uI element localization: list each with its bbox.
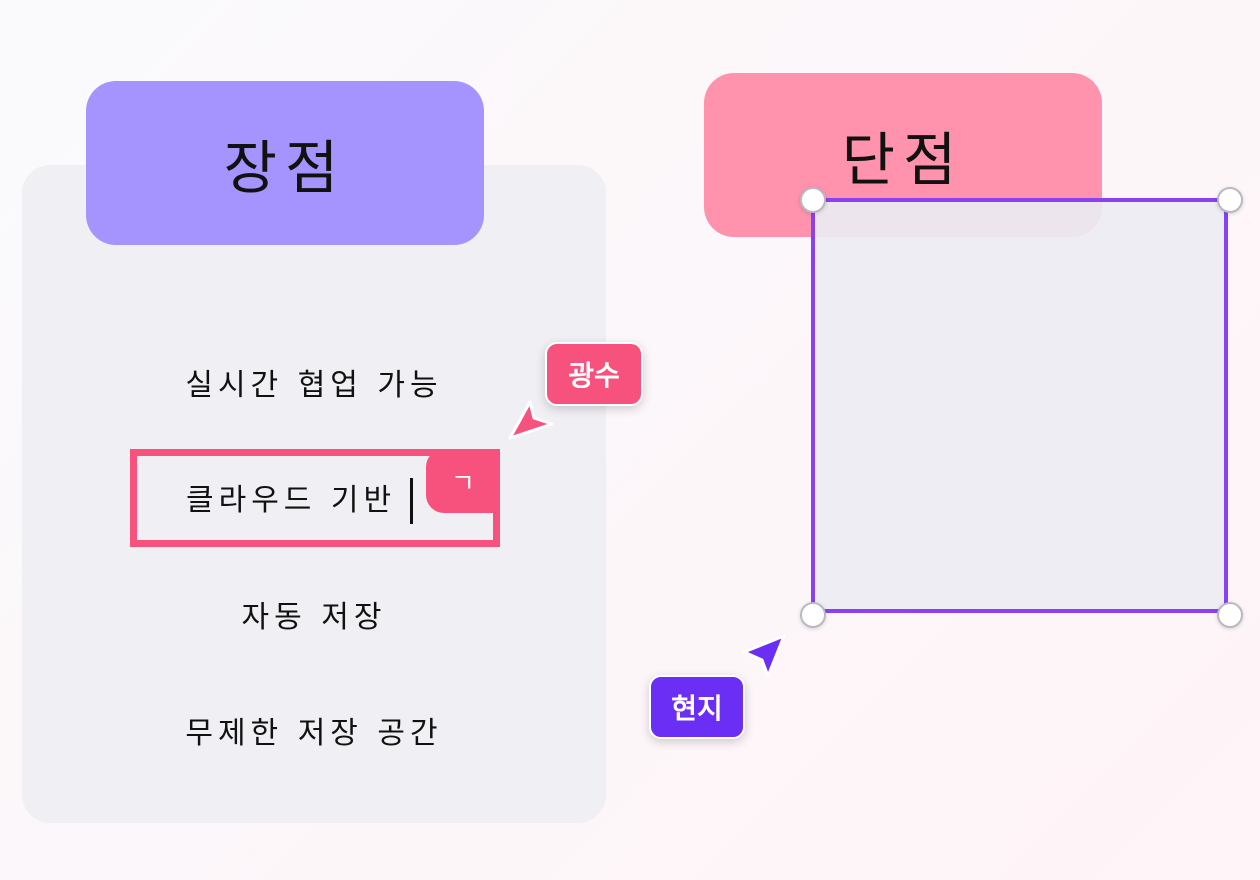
collaborator-name: 광수 — [568, 359, 620, 392]
composing-character: ㄱ — [451, 468, 475, 499]
collaborator-tag-gwangsu: 광수 — [545, 342, 643, 406]
pros-card — [22, 165, 606, 823]
collaborator-tag-hyunji: 현지 — [649, 675, 745, 739]
resize-handle-top-right[interactable] — [1217, 187, 1243, 213]
pros-item-auto-save[interactable]: 자동 저장 — [241, 600, 387, 635]
pros-title: 장점 — [223, 134, 347, 202]
collaborator-name: 현지 — [671, 692, 723, 725]
resize-handle-bottom-left[interactable] — [800, 602, 826, 628]
resize-handle-top-left[interactable] — [800, 187, 826, 213]
resize-handle-bottom-right[interactable] — [1217, 602, 1243, 628]
cons-title: 단점 — [841, 126, 965, 194]
pros-item-cloud-based[interactable]: 클라우드 기반 — [186, 483, 397, 518]
text-caret — [410, 478, 413, 524]
composing-character-badge: ㄱ — [426, 449, 500, 513]
selected-shape[interactable] — [811, 198, 1228, 613]
pointer-cursor-icon — [508, 400, 554, 440]
pros-item-realtime-collab[interactable]: 실시간 협업 가능 — [185, 368, 443, 403]
pointer-cursor-icon — [742, 634, 786, 678]
pros-item-unlimited-storage[interactable]: 무제한 저장 공간 — [185, 716, 443, 751]
pros-header[interactable]: 장점 — [86, 81, 484, 245]
